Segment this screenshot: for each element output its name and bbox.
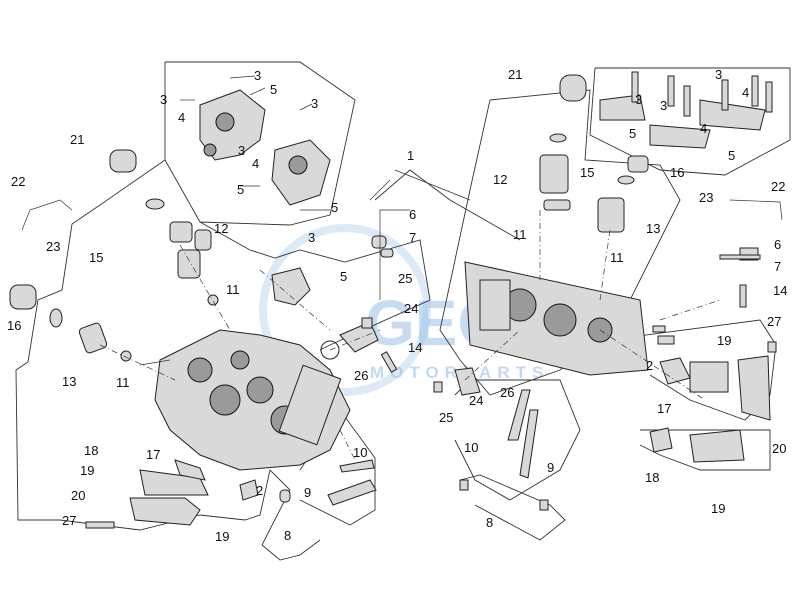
right-small-parts — [433, 199, 783, 511]
label-23: 23 — [46, 239, 60, 254]
label-19: 19 — [80, 463, 94, 478]
label-7: 7 — [409, 230, 416, 245]
label-3: 3 — [308, 230, 315, 245]
label-25: 25 — [398, 271, 412, 286]
label-18: 18 — [84, 443, 98, 458]
leader-lines — [99, 75, 721, 461]
label-19: 19 — [717, 333, 731, 348]
label-16: 16 — [7, 318, 21, 333]
left-rocker-supports — [199, 89, 331, 306]
label-6: 6 — [774, 237, 781, 252]
label-3: 3 — [660, 98, 667, 113]
label-13: 13 — [646, 221, 660, 236]
label-2: 2 — [646, 358, 653, 373]
label-4: 4 — [700, 121, 707, 136]
label-2: 2 — [256, 483, 263, 498]
label-9: 9 — [547, 460, 554, 475]
label-12: 12 — [214, 221, 228, 236]
label-4: 4 — [178, 110, 185, 125]
label-5: 5 — [629, 126, 636, 141]
label-3: 3 — [311, 96, 318, 111]
label-18: 18 — [645, 470, 659, 485]
label-5: 5 — [270, 82, 277, 97]
label-14: 14 — [408, 340, 422, 355]
label-21: 21 — [70, 132, 84, 147]
label-11: 11 — [610, 250, 624, 265]
label-3: 3 — [254, 68, 261, 83]
label-22: 22 — [11, 174, 25, 189]
label-27: 27 — [767, 314, 781, 329]
label-11: 11 — [226, 282, 240, 297]
label-3: 3 — [715, 67, 722, 82]
label-8: 8 — [284, 528, 291, 543]
right-rocker-supports — [599, 71, 773, 149]
label-10: 10 — [353, 445, 367, 460]
left-valve-springs — [49, 198, 219, 362]
label-20: 20 — [71, 488, 85, 503]
label-24: 24 — [469, 393, 483, 408]
label-17: 17 — [657, 401, 671, 416]
label-5: 5 — [340, 269, 347, 284]
label-12: 12 — [493, 172, 507, 187]
label-27: 27 — [62, 513, 76, 528]
label-7: 7 — [774, 259, 781, 274]
label-3: 3 — [238, 143, 245, 158]
label-22: 22 — [771, 179, 785, 194]
label-15: 15 — [580, 165, 594, 180]
label-4: 4 — [252, 156, 259, 171]
label-9: 9 — [304, 485, 311, 500]
label-4: 4 — [742, 85, 749, 100]
label-10: 10 — [464, 440, 478, 455]
label-23: 23 — [699, 190, 713, 205]
label-26: 26 — [500, 385, 514, 400]
label-5: 5 — [331, 200, 338, 215]
label-21: 21 — [508, 67, 522, 82]
label-14: 14 — [773, 283, 787, 298]
label-11: 11 — [116, 375, 130, 390]
label-8: 8 — [486, 515, 493, 530]
left-cylinder-head — [154, 329, 351, 471]
label-25: 25 — [439, 410, 453, 425]
label-6: 6 — [409, 207, 416, 222]
label-20: 20 — [772, 441, 786, 456]
label-1: 1 — [407, 148, 414, 163]
callout-labels: 3 3 4 5 3 3 4 5 5 21 22 23 16 15 12 11 1… — [7, 67, 787, 544]
label-5: 5 — [728, 148, 735, 163]
label-3: 3 — [635, 92, 642, 107]
right-cylinder-head — [464, 261, 649, 376]
label-13: 13 — [62, 374, 76, 389]
label-24: 24 — [404, 301, 418, 316]
label-5: 5 — [237, 182, 244, 197]
label-11: 11 — [513, 227, 527, 242]
label-17: 17 — [146, 447, 160, 462]
label-26: 26 — [354, 368, 368, 383]
label-3: 3 — [160, 92, 167, 107]
right-valve-springs — [539, 74, 649, 233]
label-15: 15 — [89, 250, 103, 265]
left-small-parts — [9, 149, 398, 529]
label-19: 19 — [711, 501, 725, 516]
label-16: 16 — [670, 165, 684, 180]
label-19: 19 — [215, 529, 229, 544]
